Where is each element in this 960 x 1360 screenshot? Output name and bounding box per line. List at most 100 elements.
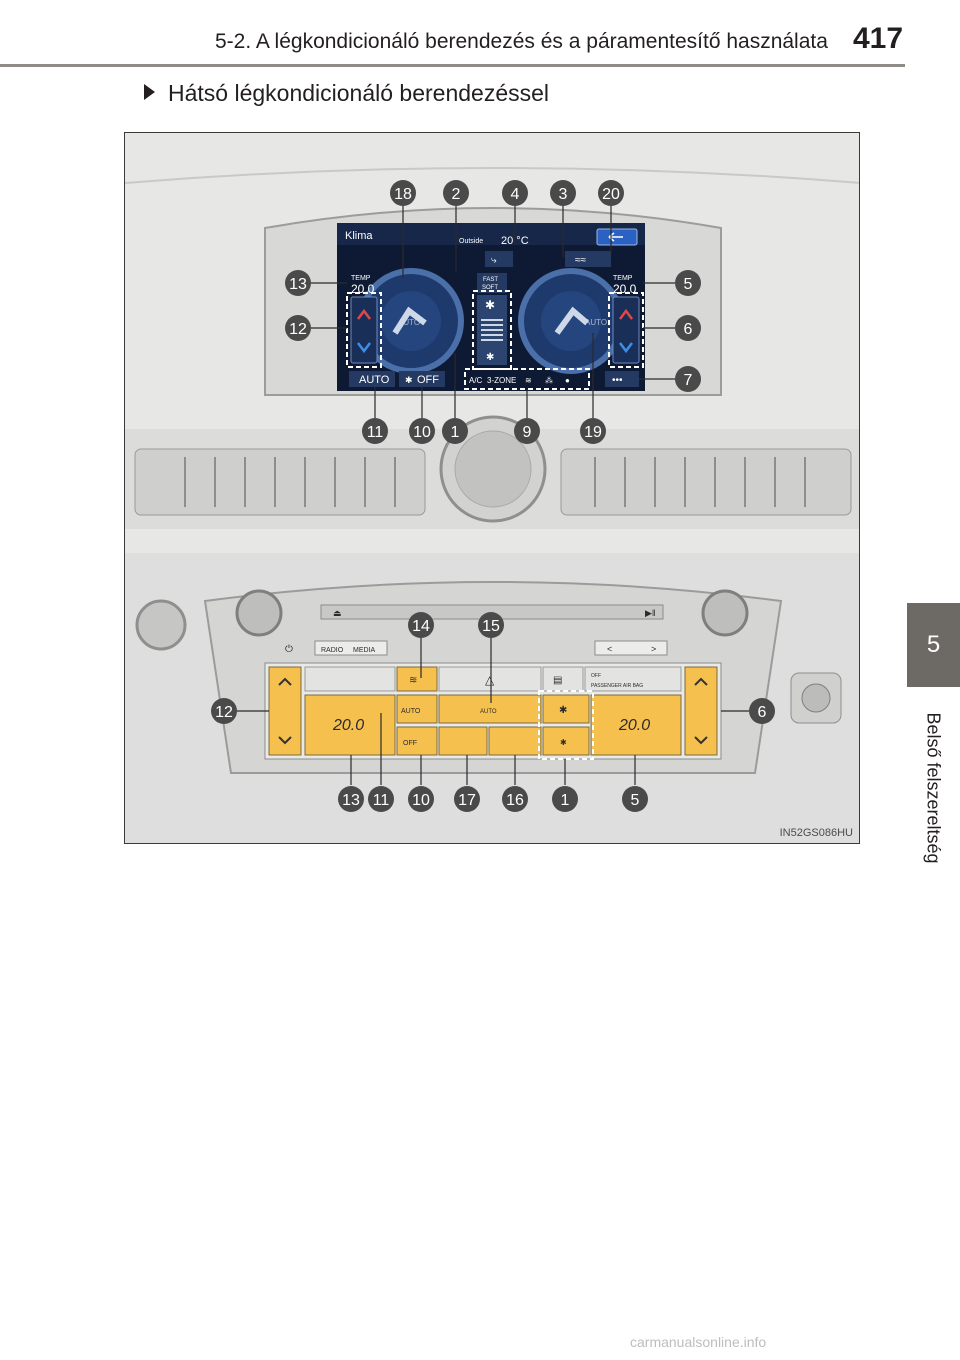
fan-low-icon: ✱ <box>486 352 494 363</box>
callout-number: 6 <box>758 704 767 721</box>
callout-number: 20 <box>602 186 620 203</box>
rear-mode-icon: ≈≈ <box>575 255 586 266</box>
rear-mode-button[interactable] <box>565 251 611 267</box>
seek-button[interactable] <box>594 640 668 656</box>
callout-number: 4 <box>511 186 520 203</box>
left-down-icon <box>278 736 292 745</box>
callout-number: 16 <box>506 792 524 809</box>
climate-control-figure: Klima Outside 20 °C AUTO AUTO TEMP 20.0 … <box>124 132 860 844</box>
callouts-panel-top: 14 15 <box>408 612 504 638</box>
callout-number: 6 <box>684 321 693 338</box>
callout-number: 14 <box>412 618 430 635</box>
auto-mid-label: AUTO <box>480 709 497 715</box>
right-temp-display <box>590 694 682 756</box>
callout-number: 10 <box>412 792 430 809</box>
fan-bar-3 <box>481 329 503 331</box>
callout-number: 12 <box>215 704 233 721</box>
page-number: 417 <box>853 22 904 55</box>
rear-defrost-button[interactable] <box>542 666 584 692</box>
screen-titlebar <box>337 223 645 245</box>
temp-updown-right[interactable] <box>612 296 640 364</box>
fan-bar-5 <box>481 339 503 341</box>
callout-number: 2 <box>452 186 461 203</box>
callout-circle <box>550 180 576 206</box>
triangle-bullet-icon <box>144 84 155 100</box>
auto-button[interactable] <box>349 371 395 387</box>
volume-knob[interactable] <box>235 589 283 637</box>
seat-auto-right: AUTO <box>585 318 607 327</box>
callout-circle <box>675 366 701 392</box>
callout-circle <box>211 698 237 724</box>
callout-circle <box>408 612 434 638</box>
hazard-button[interactable] <box>438 666 542 692</box>
airbag-off-label: OFF <box>591 673 601 679</box>
media-label: MEDIA <box>353 647 376 654</box>
temp-down-left-icon <box>357 342 371 354</box>
recirc-button[interactable] <box>485 251 513 267</box>
front-defrost-button[interactable] <box>396 666 438 692</box>
callout-circle <box>675 315 701 341</box>
clock-face <box>454 430 532 508</box>
callout-leaders <box>237 205 749 785</box>
callouts-panel-sides: 12 6 <box>211 698 775 724</box>
callout-circle <box>749 698 775 724</box>
outside-label: Outside <box>459 238 483 245</box>
callout-number: 17 <box>458 792 476 809</box>
callout-number: 18 <box>394 186 412 203</box>
power-icon: ⏻ <box>285 644 293 655</box>
subsection-heading: Hátsó légkondicionáló berendezéssel <box>144 80 549 107</box>
front-defrost-icon: ≋ <box>409 675 417 686</box>
right-down-icon <box>694 736 708 745</box>
fan-off-label: OFF <box>417 374 439 386</box>
auto-hw-button[interactable] <box>396 694 438 724</box>
temp-label-left: TEMP <box>351 275 371 282</box>
fan-off-button[interactable] <box>399 371 445 387</box>
more-button[interactable] <box>605 371 639 387</box>
soft-label: SOFT <box>482 285 498 291</box>
fan-down-hw-button[interactable] <box>542 726 590 756</box>
seat-mini-icon: ● <box>565 376 570 385</box>
airbag-label: PASSENGER AIR BAG <box>591 683 643 689</box>
fast-label: FAST <box>483 277 498 283</box>
ac-label: A/C <box>469 376 483 385</box>
callouts-left-screen: 13 12 <box>285 270 311 341</box>
callout-circle <box>502 786 528 812</box>
left-temp-rocker[interactable] <box>268 666 302 756</box>
temp-down-right-icon <box>619 342 633 354</box>
left-up-icon <box>278 677 292 686</box>
callout-number: 5 <box>684 276 693 293</box>
callout-number: 12 <box>289 321 307 338</box>
zone-label: 3-ZONE <box>487 376 516 385</box>
left-dial-center <box>381 291 441 351</box>
dash-line-1 <box>125 167 859 184</box>
fan-down-icon: ✱ <box>560 738 567 747</box>
fast-soft-box[interactable] <box>477 273 507 293</box>
more-button-label: ••• <box>612 375 623 386</box>
header-rule <box>0 64 905 67</box>
fan-off-hw-button[interactable] <box>396 726 438 756</box>
radio-media-button[interactable] <box>314 640 388 656</box>
fan-off-icon: ✱ <box>405 375 413 385</box>
figure-drawing: Klima Outside 20 °C AUTO AUTO TEMP 20.0 … <box>125 133 859 843</box>
glovebox-switch-icon <box>801 683 831 713</box>
callouts-top: 18 2 4 3 20 <box>390 180 624 206</box>
auto-button-label: AUTO <box>359 374 390 386</box>
callout-circle <box>598 180 624 206</box>
callout-circle <box>478 612 504 638</box>
hazard-icon: △ <box>485 673 495 687</box>
callout-circle <box>285 315 311 341</box>
climate-mode-button-17[interactable] <box>438 726 488 756</box>
tune-knob[interactable] <box>701 589 749 637</box>
temp-updown-left[interactable] <box>350 296 378 364</box>
callout-number: 5 <box>631 792 640 809</box>
fan-up-hw-button[interactable] <box>542 694 590 724</box>
screen-title: Klima <box>345 230 373 242</box>
right-temp-rocker[interactable] <box>684 666 718 756</box>
figure-code: IN52GS086HU <box>779 827 853 839</box>
right-vent <box>560 448 852 516</box>
vent-slats <box>184 457 806 507</box>
callout-number: 1 <box>451 424 460 441</box>
callout-number: 3 <box>559 186 568 203</box>
airflow-mode-button[interactable] <box>438 694 542 724</box>
climate-mode-button-16[interactable] <box>488 726 542 756</box>
